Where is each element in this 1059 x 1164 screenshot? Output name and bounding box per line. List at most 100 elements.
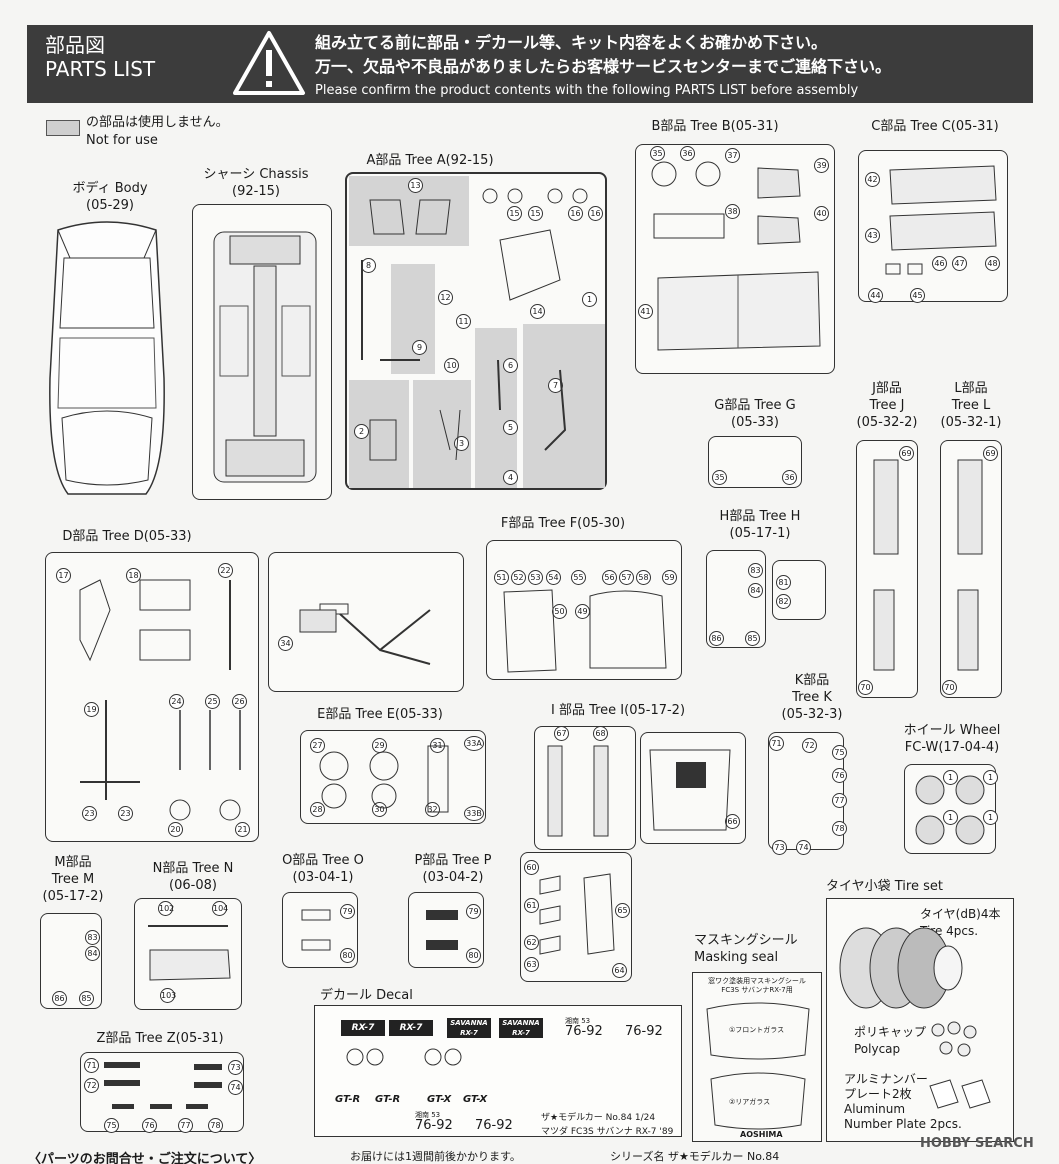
label-line: アルミナンバー [844, 1072, 928, 1086]
masking-sheet-title: 窓ワク塗装用マスキングシール FC3S サバンナRX-7用 [697, 977, 817, 995]
tree-o-parts-drawing [301, 909, 331, 951]
tree-d-parts-drawing [79, 579, 431, 821]
label-line: タイヤ小袋 Tire set [826, 879, 943, 894]
label-line: I 部品 Tree I(05-17-2) [550, 703, 686, 718]
footer-middle: お届けには1週間前後かかります。 [350, 1150, 521, 1163]
decal-logo: RX-7 [389, 1020, 433, 1036]
label-line: (92-15) [232, 184, 280, 199]
part-number: 71 [84, 1058, 99, 1073]
tree-o-label: O部品 Tree O (03-04-1) [268, 852, 378, 886]
masking-sheet: 窓ワク塗装用マスキングシール FC3S サバンナRX-7用 ①フロントガラス ②… [692, 972, 822, 1142]
label-line: (06-08) [169, 878, 217, 893]
part-number: 34 [278, 636, 293, 651]
tree-l-parts-drawing [957, 459, 983, 671]
part-number: 12 [438, 290, 453, 305]
part-number: 18 [126, 568, 141, 583]
label-line: P部品 Tree P [414, 853, 492, 868]
part-number: 74 [228, 1080, 243, 1095]
warning-line-3: Please confirm the product contents with… [315, 83, 859, 98]
gray-swatch [46, 120, 80, 136]
part-number: 29 [372, 738, 387, 753]
part-number: 86 [709, 631, 724, 646]
part-number: 58 [636, 570, 651, 585]
part-number: 60 [524, 860, 539, 875]
footer: 〈パーツのお問合せ・ご注文について〉 お届けには1週間前後かかります。 シリーズ… [0, 1148, 1059, 1164]
tree-a-gray-area [391, 264, 435, 374]
tree-i-label: I 部品 Tree I(05-17-2) [538, 702, 698, 719]
tree-p-label: P部品 Tree P (03-04-2) [398, 852, 508, 886]
part-number: 26 [232, 694, 247, 709]
part-number: 27 [310, 738, 325, 753]
plate-label: アルミナンバー プレート2枚 Aluminum Number Plate 2pc… [844, 1072, 974, 1132]
decal-caption-2: マツダ FC3S サバンナ RX-7 '89 [541, 1127, 674, 1137]
part-number: 83 [85, 930, 100, 945]
part-number: 70 [942, 680, 957, 695]
part-number: 68 [593, 726, 608, 741]
tree-d-label: D部品 Tree D(05-33) [47, 528, 207, 545]
part-number: 84 [748, 583, 763, 598]
part-number: 10 [444, 358, 459, 373]
tree-a-gray-area [413, 380, 471, 488]
decal-plate: 76-92 [475, 1118, 513, 1133]
part-number: 72 [802, 738, 817, 753]
part-number: 59 [662, 570, 677, 585]
part-number: 64 [612, 963, 627, 978]
part-number: 54 [546, 570, 561, 585]
part-number: 76 [832, 768, 847, 783]
part-number: 44 [868, 288, 883, 303]
part-number: 45 [910, 288, 925, 303]
label-line: (05-17-1) [729, 526, 791, 541]
label-line: Number Plate 2pcs. [844, 1117, 962, 1131]
wheel-drawing [915, 775, 985, 845]
part-number: 9 [412, 340, 427, 355]
label-line: Tree K [792, 690, 832, 705]
decal-grade: GT-X [463, 1094, 488, 1105]
label-line: Tree L [951, 398, 991, 413]
part-number: 75 [104, 1118, 119, 1133]
part-number: 5 [503, 420, 518, 435]
label-line: デカール Decal [320, 988, 413, 1003]
part-number: 30 [372, 802, 387, 817]
decal-plate: 76-92 [625, 1024, 663, 1039]
part-number: 22 [218, 563, 233, 578]
masking-subtitle-line: FC3S サバンナRX-7用 [721, 986, 793, 994]
label-line: (05-17-2) [42, 889, 104, 904]
part-number: 84 [85, 946, 100, 961]
decal-logo: SAVANNA RX-7 [499, 1018, 543, 1038]
legend-jp: の部品は使用しません。 [86, 115, 229, 130]
part-number: 73 [772, 840, 787, 855]
part-number: 71 [769, 736, 784, 751]
part-number: 62 [524, 935, 539, 950]
part-number: 72 [84, 1078, 99, 1093]
part-number: 37 [725, 148, 740, 163]
warning-triangle-icon [233, 31, 305, 95]
part-number: 53 [528, 570, 543, 585]
header-banner: 部品図 PARTS LIST 組み立てる前に部品・デカール等、キット内容をよくお… [27, 25, 1033, 103]
part-number: 13 [408, 178, 423, 193]
part-number: 55 [571, 570, 586, 585]
part-number: 47 [952, 256, 967, 271]
part-number: 74 [796, 840, 811, 855]
part-number: 24 [169, 694, 184, 709]
polycap-label: ポリキャップ Polycap [854, 1024, 927, 1058]
label-line: B部品 Tree B(05-31) [651, 119, 779, 134]
wheel-label: ホイール Wheel FC-W(17-04-4) [892, 722, 1012, 756]
part-number: 40 [814, 206, 829, 221]
decal-gauges [346, 1048, 462, 1066]
page-title: 部品図 PARTS LIST [45, 33, 155, 81]
number-plate-drawing [929, 1079, 991, 1109]
part-number: 19 [84, 702, 99, 717]
decal-plate-prefix: 湘南 53 [565, 1017, 591, 1025]
label-line: ボディ Body [72, 181, 148, 196]
tree-l-label: L部品 Tree L (05-32-1) [936, 380, 1006, 431]
tree-e-frame [300, 730, 486, 824]
part-number: 56 [602, 570, 617, 585]
part-number: 78 [832, 821, 847, 836]
part-number: 51 [494, 570, 509, 585]
part-number: 23 [82, 806, 97, 821]
warning-message: 組み立てる前に部品・デカール等、キット内容をよくお確かめ下さい。 万一、欠品や不… [315, 31, 891, 103]
decal-logo: RX-7 [341, 1020, 385, 1036]
label-line: ポリキャップ [854, 1025, 927, 1039]
decal-logo: SAVANNA RX-7 [447, 1018, 491, 1038]
part-number: 38 [725, 204, 740, 219]
